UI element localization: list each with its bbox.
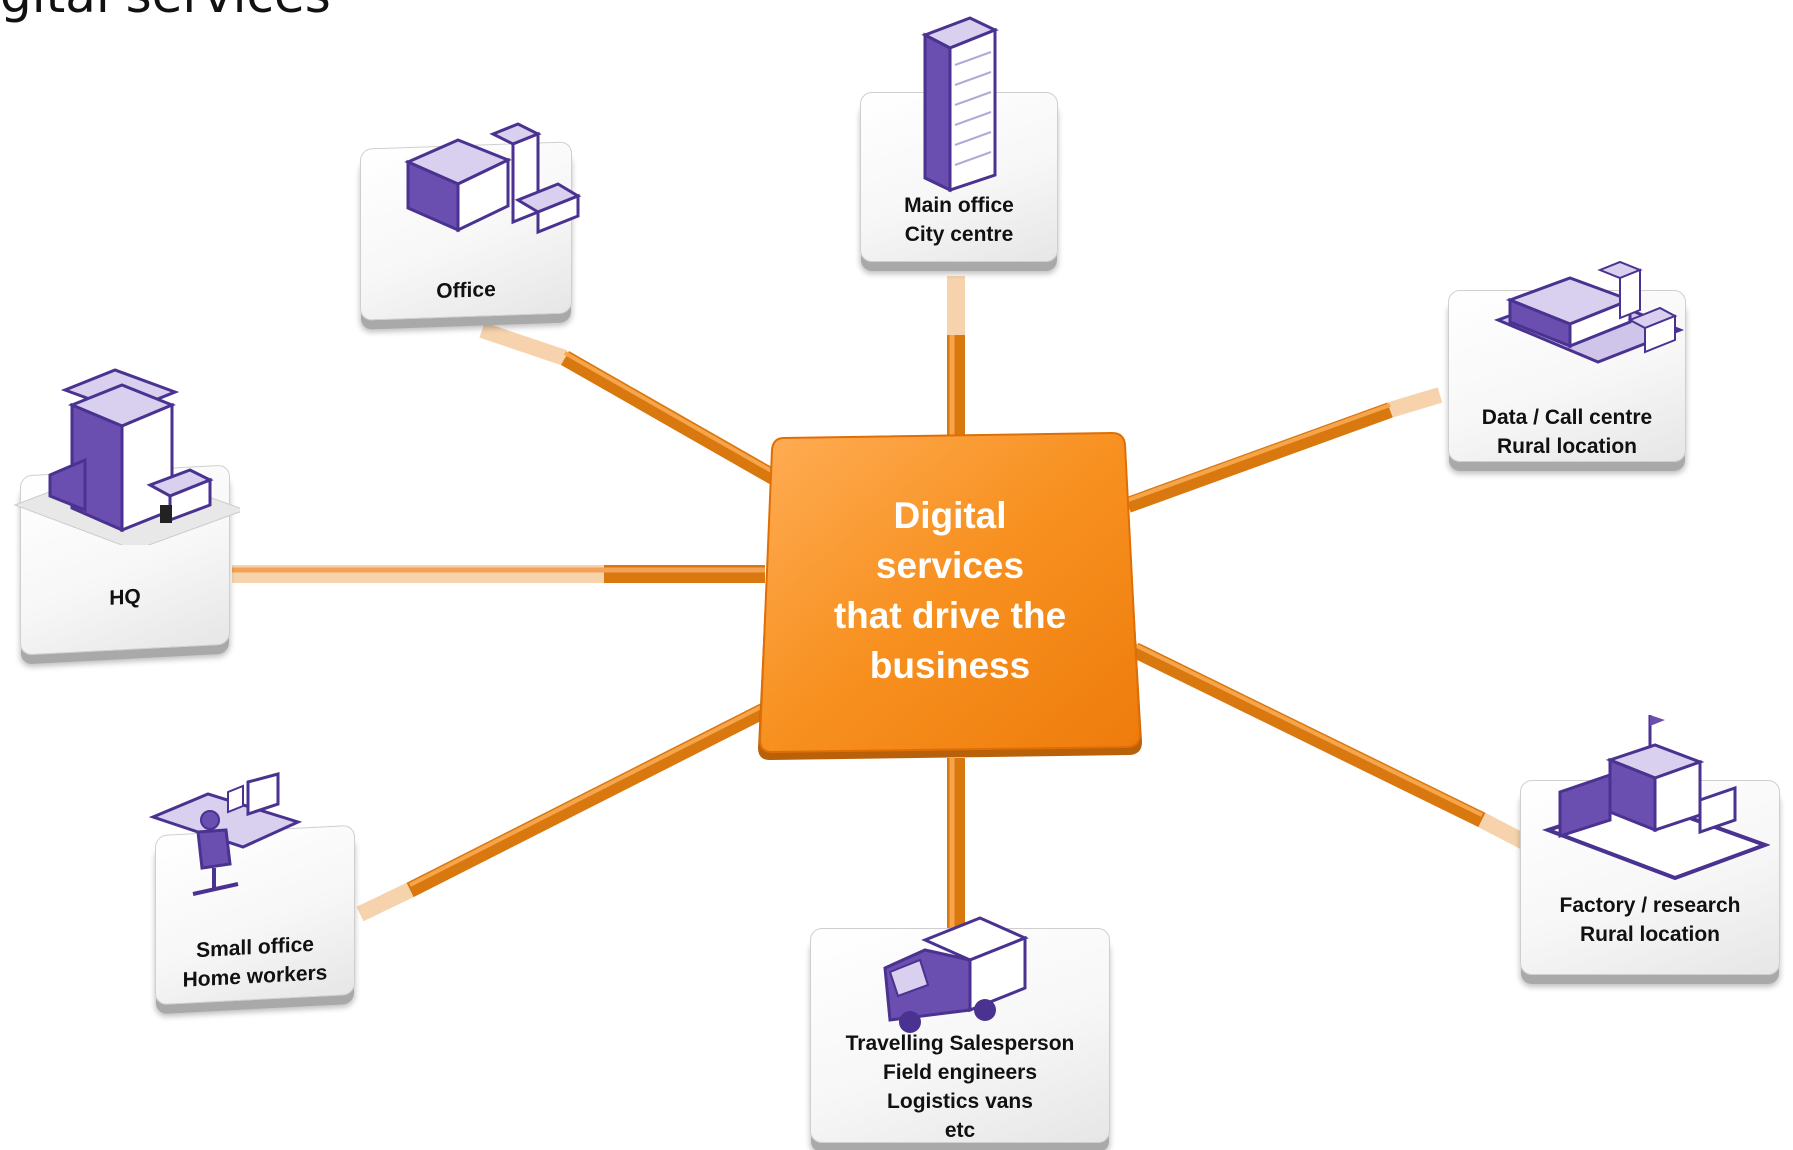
- mobile-workers-label: Travelling Salesperson Field engineers L…: [845, 1032, 1075, 1142]
- office-building-icon: [404, 122, 582, 235]
- connector-office-hl: [564, 351, 776, 475]
- hub-label: Digital services that drive the business: [833, 495, 1067, 686]
- small-office-label: Small office Home workers: [182, 932, 328, 992]
- connector-factory-hl: [1134, 643, 1483, 817]
- delivery-van-icon: [883, 916, 1029, 1033]
- home-worker-desk-icon: [148, 772, 303, 896]
- factory-icon: [1541, 715, 1770, 880]
- connector-office: [561, 351, 779, 485]
- connector-factory: [1131, 642, 1486, 828]
- skyscraper-icon: [921, 16, 999, 193]
- connector-small-office-hl: [409, 703, 766, 887]
- connector-small-office: [406, 702, 769, 898]
- connector-office-fade: [479, 322, 568, 366]
- hq-tower-icon: [13, 368, 240, 545]
- connector-data-centre-hl: [1127, 403, 1391, 502]
- hq-label: HQ: [109, 585, 141, 610]
- data-centre-label: Data / Call centre Rural location: [1481, 406, 1653, 458]
- hub-digital-services: Digital services that drive the business: [758, 438, 1142, 761]
- factory-label: Factory / research Rural location: [1559, 894, 1741, 946]
- connector-data-centre: [1125, 402, 1393, 513]
- office-label: Office: [436, 277, 496, 304]
- connector-data-centre-fade: [1387, 387, 1443, 418]
- data-centre-icon: [1493, 260, 1685, 364]
- main-office-label: Main office City centre: [904, 194, 1014, 246]
- partial-heading: gital services: [0, 0, 331, 24]
- connector-small-office-fade: [356, 882, 414, 922]
